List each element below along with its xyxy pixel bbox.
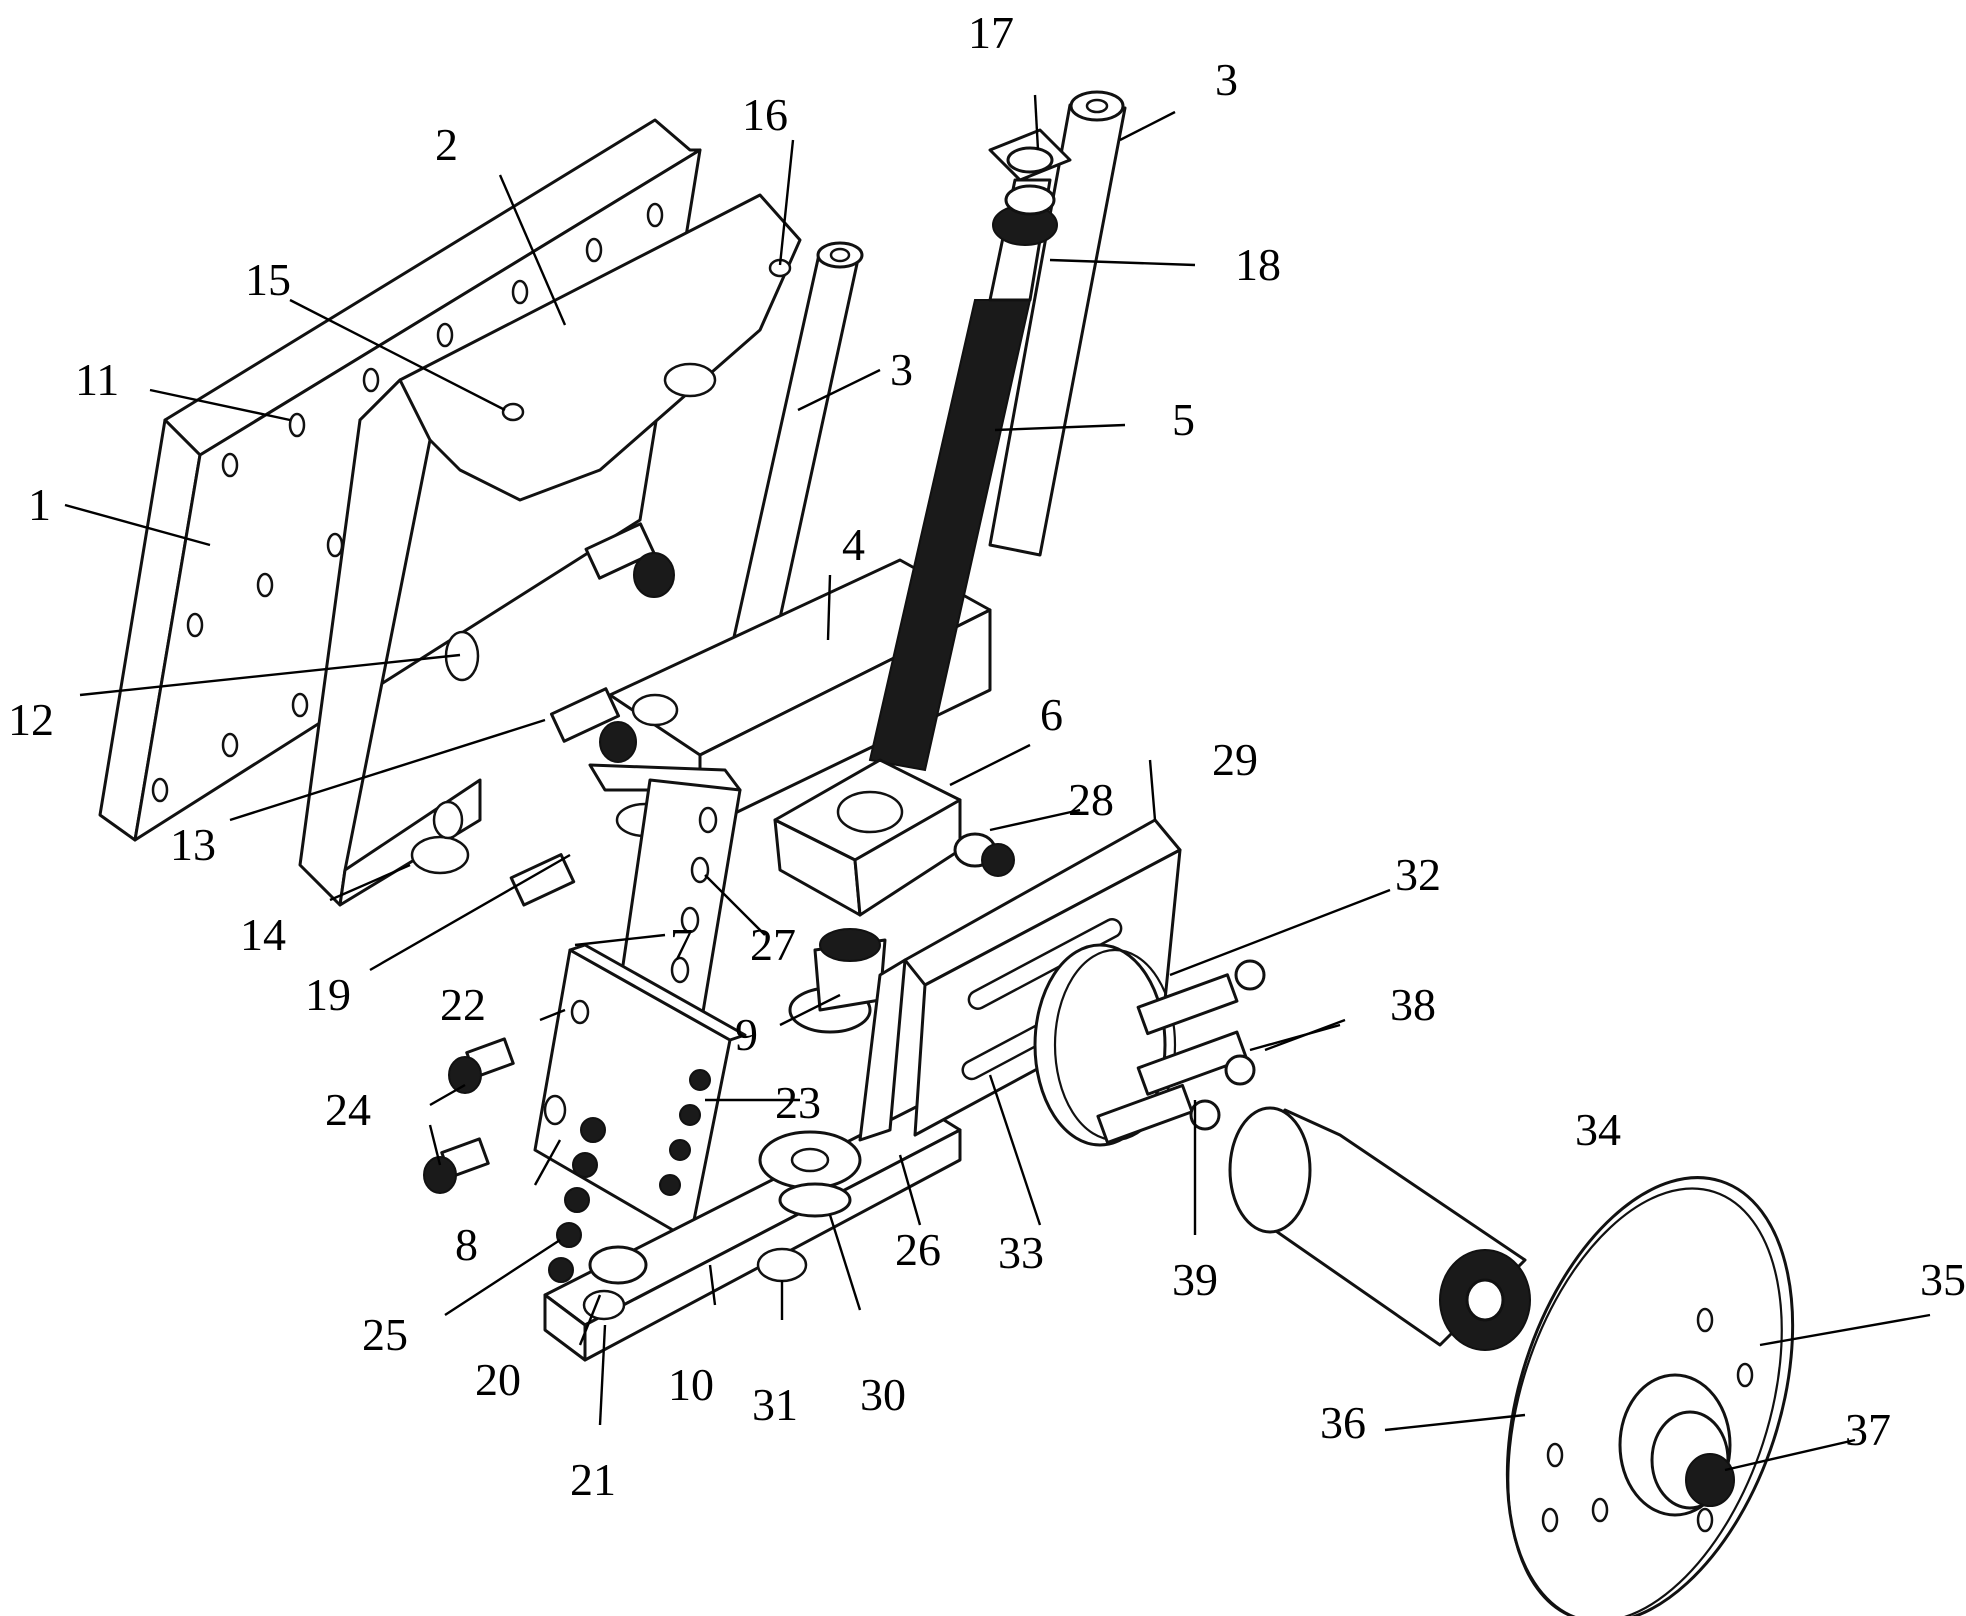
label-2: 2 <box>435 119 458 170</box>
label-10: 10 <box>668 1359 714 1410</box>
label-23: 23 <box>775 1077 821 1128</box>
label-18: 18 <box>1235 239 1281 290</box>
label-30: 30 <box>860 1369 906 1420</box>
loose-screws <box>423 1037 515 1194</box>
label-21: 21 <box>570 1454 616 1505</box>
label-14: 14 <box>240 909 286 960</box>
label-15: 15 <box>245 254 291 305</box>
motor-flange <box>1033 943 1177 1147</box>
stacked-nuts <box>548 1117 606 1283</box>
disc-hub <box>1618 1373 1735 1517</box>
large-disc <box>1505 1176 1795 1616</box>
label-12: 12 <box>8 694 54 745</box>
label-31: 31 <box>752 1379 798 1430</box>
label-29: 29 <box>1212 734 1258 785</box>
adjusting-knob <box>988 128 1072 182</box>
label-38: 38 <box>1390 979 1436 1030</box>
flange-bushing-lower <box>758 1130 862 1218</box>
label-13: 13 <box>170 819 216 870</box>
guide-rod-right <box>988 90 1127 557</box>
label-26: 26 <box>895 1224 941 1275</box>
coupling-bolts <box>1096 959 1266 1145</box>
lead-screw <box>868 178 1058 772</box>
label-6: 6 <box>1040 689 1063 740</box>
label-3a: 3 <box>1215 54 1238 105</box>
label-1: 1 <box>28 479 51 530</box>
label-9: 9 <box>735 1009 758 1060</box>
label-7: 7 <box>670 919 693 970</box>
label-36: 36 <box>1320 1397 1366 1448</box>
label-8: 8 <box>455 1219 478 1270</box>
label-17: 17 <box>968 7 1014 58</box>
nut-block <box>773 758 1015 917</box>
label-28: 28 <box>1068 774 1114 825</box>
bolt-assembly-upper <box>509 522 675 907</box>
label-34: 34 <box>1575 1104 1621 1155</box>
vertical-post <box>588 763 742 1032</box>
label-16: 16 <box>742 89 788 140</box>
label-24: 24 <box>325 1084 371 1135</box>
leader-lines <box>64 94 1931 1472</box>
label-19: 19 <box>305 969 351 1020</box>
label-22: 22 <box>440 979 486 1030</box>
label-33: 33 <box>998 1227 1044 1278</box>
label-37: 37 <box>1845 1404 1891 1455</box>
label-32: 32 <box>1395 849 1441 900</box>
label-11: 11 <box>75 354 119 405</box>
part-labels: 1 2 3 3 4 5 6 7 8 9 10 11 12 13 14 15 16… <box>8 7 1966 1505</box>
label-5: 5 <box>1172 394 1195 445</box>
label-20: 20 <box>475 1354 521 1405</box>
label-4: 4 <box>842 519 865 570</box>
label-3b: 3 <box>890 344 913 395</box>
label-25: 25 <box>362 1309 408 1360</box>
label-39: 39 <box>1172 1254 1218 1305</box>
c-bracket <box>298 193 802 907</box>
flange-bushing-upper <box>788 928 887 1034</box>
label-35: 35 <box>1920 1254 1966 1305</box>
motor-cylinder <box>1228 1106 1531 1351</box>
label-27: 27 <box>750 919 796 970</box>
